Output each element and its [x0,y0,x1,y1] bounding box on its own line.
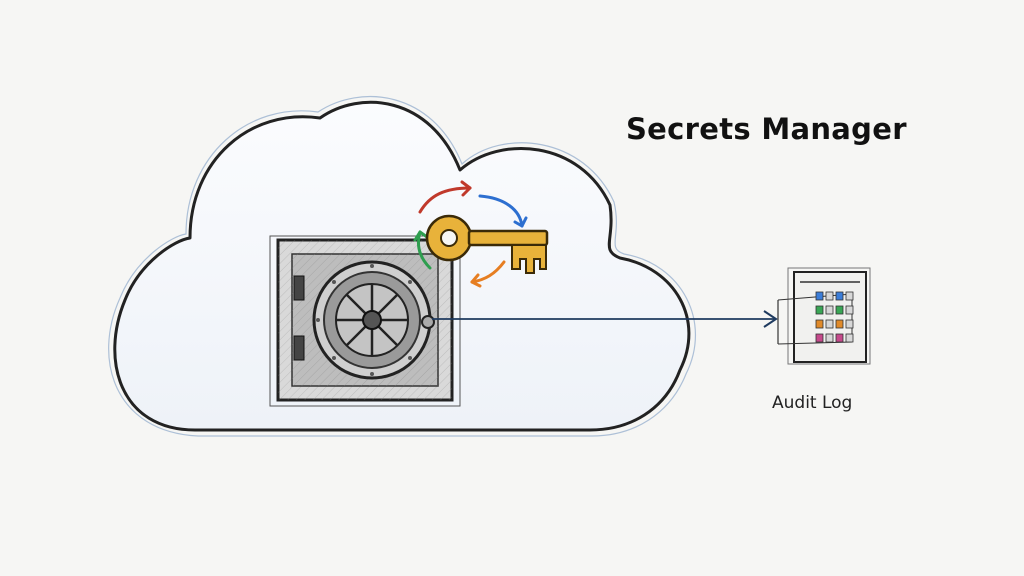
audit-log-entry-cell [845,333,854,343]
audit-log-entry-cell [815,305,824,315]
audit-log-entry-cell [845,305,854,315]
audit-log-entry-cell [835,333,844,343]
audit-log-entry-cell [825,333,834,343]
diagram-title: Secrets Manager [626,112,907,146]
audit-log-entry-cell [815,291,824,301]
audit-log-entry-cell [825,305,834,315]
audit-log-entry-cell [815,319,824,329]
audit-log-entry-cell [825,291,834,301]
audit-log-label: Audit Log [772,393,853,413]
audit-log-entry-cell [835,319,844,329]
audit-log-entry-cell [825,319,834,329]
vault-safe-icon [269,235,461,407]
rotation-arrows-icon [413,180,528,288]
audit-log-document-icon [777,267,871,365]
audit-log-entry-cell [835,305,844,315]
key-icon [425,214,549,274]
audit-log-entry-cell [835,291,844,301]
audit-log-entry-cell [845,319,854,329]
audit-log-entry-cell [815,333,824,343]
vault-to-audit-log-arrow [432,310,778,328]
audit-log-entry-cell [845,291,854,301]
